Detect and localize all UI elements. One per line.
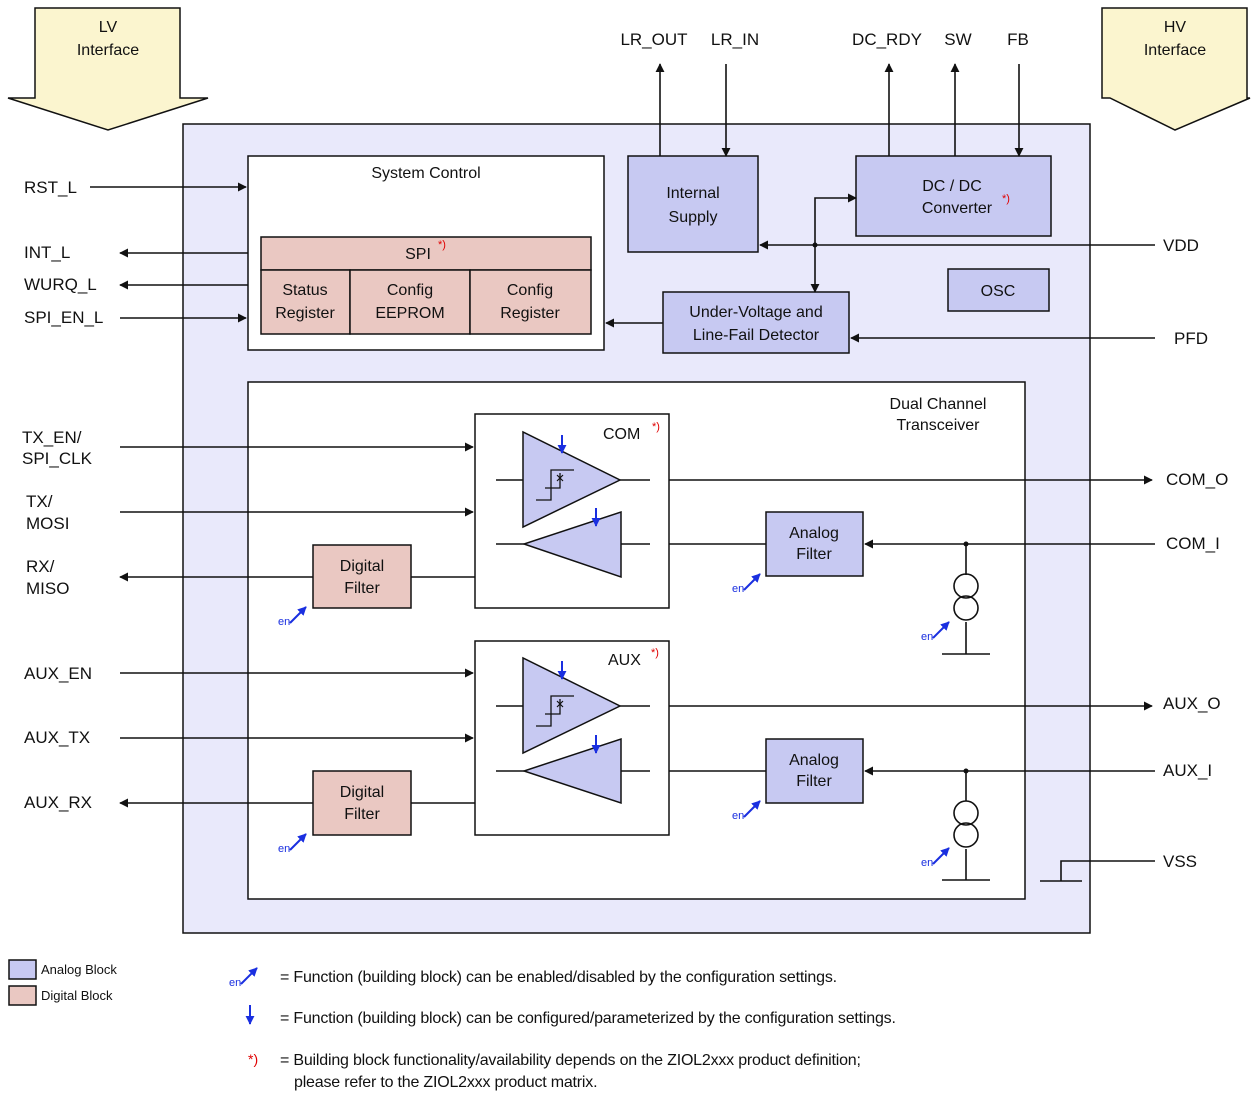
- com-digital-filter-label-1: Digital: [340, 558, 384, 575]
- lv-interface-arrow: LV Interface: [7, 7, 209, 131]
- aux-digital-filter-label-2: Filter: [344, 806, 380, 823]
- aux-current-source: [942, 771, 990, 881]
- dcdc-label-2: Converter: [922, 200, 993, 217]
- aux-label: AUX: [608, 652, 641, 669]
- osc-label: OSC: [981, 283, 1016, 300]
- aux-analog-filter-label-2: Filter: [796, 773, 832, 790]
- pin-vdd-label: VDD: [1163, 236, 1199, 255]
- internal-supply-label-1: Internal: [666, 185, 719, 202]
- com-current-source: [942, 544, 990, 655]
- aux-asterisk: *): [651, 647, 659, 659]
- vss-wire: [1040, 860, 1155, 882]
- dcdc-converter-block: [855, 155, 1052, 237]
- pin-rx-label-1: RX/: [26, 557, 55, 576]
- pin-aux-tx-label: AUX_TX: [24, 728, 90, 747]
- dcdc-label-1: DC / DC: [922, 178, 982, 195]
- pin-rx-label-2: MISO: [26, 579, 69, 598]
- com-analog-filter-label-1: Analog: [789, 525, 839, 542]
- pin-aux-i-label: AUX_I: [1163, 761, 1212, 780]
- pin-aux-rx-label: AUX_RX: [24, 793, 92, 812]
- legend-enable-note: = Function (building block) can be enabl…: [280, 969, 837, 986]
- com-analog-filter-block: [765, 511, 864, 577]
- legend-digital-label: Digital Block: [41, 988, 113, 1003]
- legend-digital-swatch: [8, 985, 37, 1006]
- hv-interface-label-1: HV: [1164, 19, 1187, 36]
- pin-aux-en-label: AUX_EN: [24, 664, 92, 683]
- aux-digital-filter-label-1: Digital: [340, 784, 384, 801]
- pin-wurq-l-label: WURQ_L: [24, 275, 97, 294]
- pin-fb-label: FB: [1007, 30, 1029, 49]
- com-channel-block: [474, 413, 670, 609]
- transceiver-label-2: Transceiver: [897, 417, 981, 434]
- osc-block: [947, 268, 1050, 312]
- pin-aux-o-label: AUX_O: [1163, 694, 1221, 713]
- hv-interface-arrow: HV Interface: [1101, 7, 1251, 131]
- com-digital-filter-label-2: Filter: [344, 580, 380, 597]
- legend-enable-icon: [229, 968, 257, 989]
- aux-channel-block: [474, 640, 670, 836]
- pin-com-o-label: COM_O: [1166, 470, 1228, 489]
- vdd-to-dcdc-wire: [814, 193, 857, 245]
- aux-analog-filter-label-1: Analog: [789, 752, 839, 769]
- legend-asterisk-note-1: = Building block functionality/availabil…: [280, 1052, 861, 1069]
- dcdc-asterisk: *): [1002, 193, 1010, 205]
- hv-interface-label-2: Interface: [1144, 42, 1206, 59]
- internal-supply-block: [627, 155, 759, 253]
- com-asterisk: *): [652, 421, 660, 433]
- under-voltage-detector-block: [662, 291, 850, 354]
- status-register-label-1: Status: [282, 282, 327, 299]
- pin-tx-label-2: MOSI: [26, 514, 69, 533]
- config-eeprom-label-1: Config: [387, 282, 433, 299]
- com-digital-filter-block: [312, 544, 412, 609]
- config-register-label-2: Register: [500, 305, 560, 322]
- com-analog-filter-label-2: Filter: [796, 546, 832, 563]
- uvd-label-1: Under-Voltage and: [689, 304, 822, 321]
- pin-lr-out-label: LR_OUT: [620, 30, 687, 49]
- legend-asterisk-icon: *): [248, 1051, 258, 1067]
- legend-analog-label: Analog Block: [41, 962, 117, 977]
- pin-rst-l-label: RST_L: [24, 178, 77, 197]
- legend-asterisk-note-2: please refer to the ZIOL2xxx product mat…: [294, 1074, 597, 1091]
- lv-interface-label-2: Interface: [77, 42, 139, 59]
- pin-spi-en-l-label: SPI_EN_L: [24, 308, 103, 327]
- com-label: COM: [603, 426, 640, 443]
- pin-com-i-label: COM_I: [1166, 534, 1220, 553]
- pin-vss-label: VSS: [1163, 852, 1197, 871]
- legend-config-note: = Function (building block) can be confi…: [280, 1010, 896, 1027]
- pin-dc-rdy-label: DC_RDY: [852, 30, 922, 49]
- config-eeprom-block: [349, 269, 471, 335]
- uvd-label-2: Line-Fail Detector: [693, 327, 820, 344]
- pin-int-l-label: INT_L: [24, 243, 70, 262]
- system-control-label: System Control: [371, 165, 480, 182]
- config-register-label-1: Config: [507, 282, 553, 299]
- config-eeprom-label-2: EEPROM: [375, 305, 444, 322]
- aux-analog-filter-block: [765, 738, 864, 804]
- aux-digital-filter-block: [312, 770, 412, 836]
- pin-pfd-label: PFD: [1174, 329, 1208, 348]
- pin-sw-label: SW: [944, 30, 971, 49]
- pin-tx-label-1: TX/: [26, 492, 53, 511]
- config-register-block: [469, 269, 592, 335]
- transceiver-label-1: Dual Channel: [890, 396, 987, 413]
- internal-supply-label-2: Supply: [669, 209, 718, 226]
- status-register-label-2: Register: [275, 305, 335, 322]
- lv-interface-label-1: LV: [99, 19, 118, 36]
- pin-tx-en-label-1: TX_EN/: [22, 428, 82, 447]
- status-register-block: [260, 269, 351, 335]
- pin-lr-in-label: LR_IN: [711, 30, 759, 49]
- pin-tx-en-label-2: SPI_CLK: [22, 449, 93, 468]
- legend-analog-swatch: [8, 959, 37, 980]
- spi-label: SPI: [405, 246, 431, 263]
- spi-asterisk: *): [438, 239, 446, 251]
